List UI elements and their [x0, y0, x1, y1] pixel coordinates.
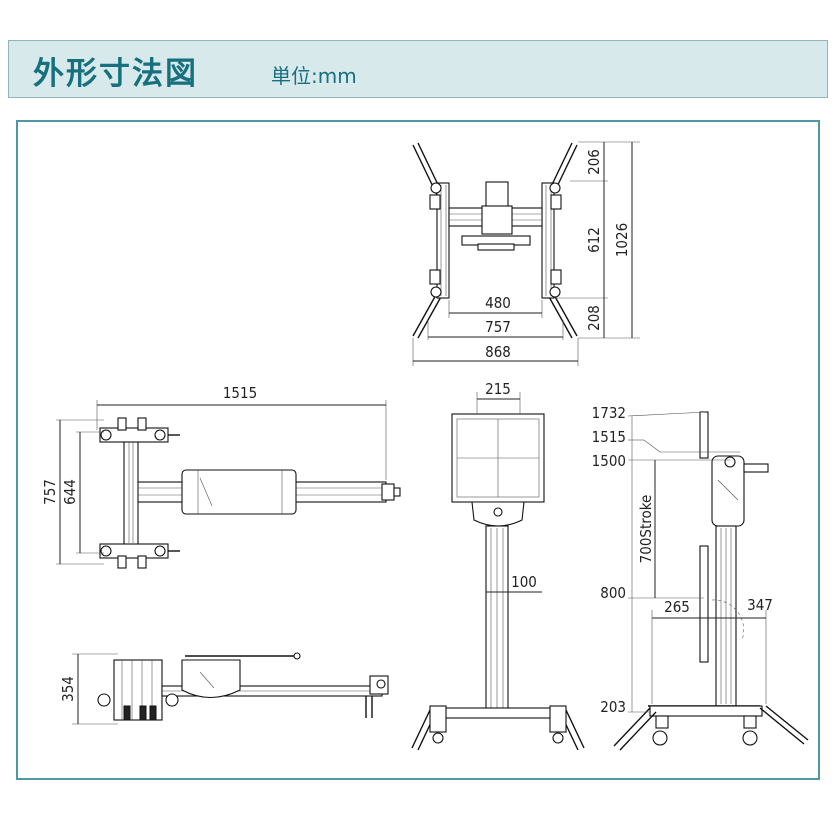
dim-206: 206	[585, 149, 603, 175]
dim-480: 480	[485, 294, 511, 312]
front-view: 215 100	[411, 380, 585, 751]
dim-1515-side: 1515	[223, 384, 257, 402]
dim-757-side: 757	[41, 479, 59, 505]
page-title: 外形寸法図	[33, 56, 198, 92]
header-bar: 外形寸法図 単位:mm	[8, 40, 828, 98]
dim-100: 100	[511, 573, 537, 591]
dim-1732: 1732	[592, 404, 626, 422]
lateral-view: 1732 1515 1500 700Stroke 800 203 265 347	[592, 404, 809, 751]
dim-868: 868	[485, 343, 511, 361]
drawing-frame	[16, 120, 820, 780]
unit-label: 単位:mm	[271, 64, 357, 88]
dim-1515-lateral: 1515	[592, 428, 626, 446]
dim-757: 757	[485, 318, 511, 336]
top-view: 206 612 1026 208 480 757 868	[412, 141, 640, 366]
dim-347: 347	[747, 596, 773, 614]
dim-1026: 1026	[613, 223, 631, 257]
dim-354: 354	[59, 676, 77, 702]
dim-203: 203	[600, 698, 626, 716]
dim-265: 265	[664, 598, 690, 616]
dim-612: 612	[585, 227, 603, 253]
dim-800: 800	[600, 584, 626, 602]
dim-215: 215	[485, 380, 511, 398]
dim-644-side: 644	[61, 479, 79, 505]
dim-208: 208	[585, 305, 603, 331]
dim-700-stroke: 700Stroke	[637, 495, 655, 564]
dim-1500: 1500	[592, 452, 626, 470]
folded-view: 354	[59, 652, 389, 725]
side-plan-view: 1515 757 644	[41, 384, 401, 569]
